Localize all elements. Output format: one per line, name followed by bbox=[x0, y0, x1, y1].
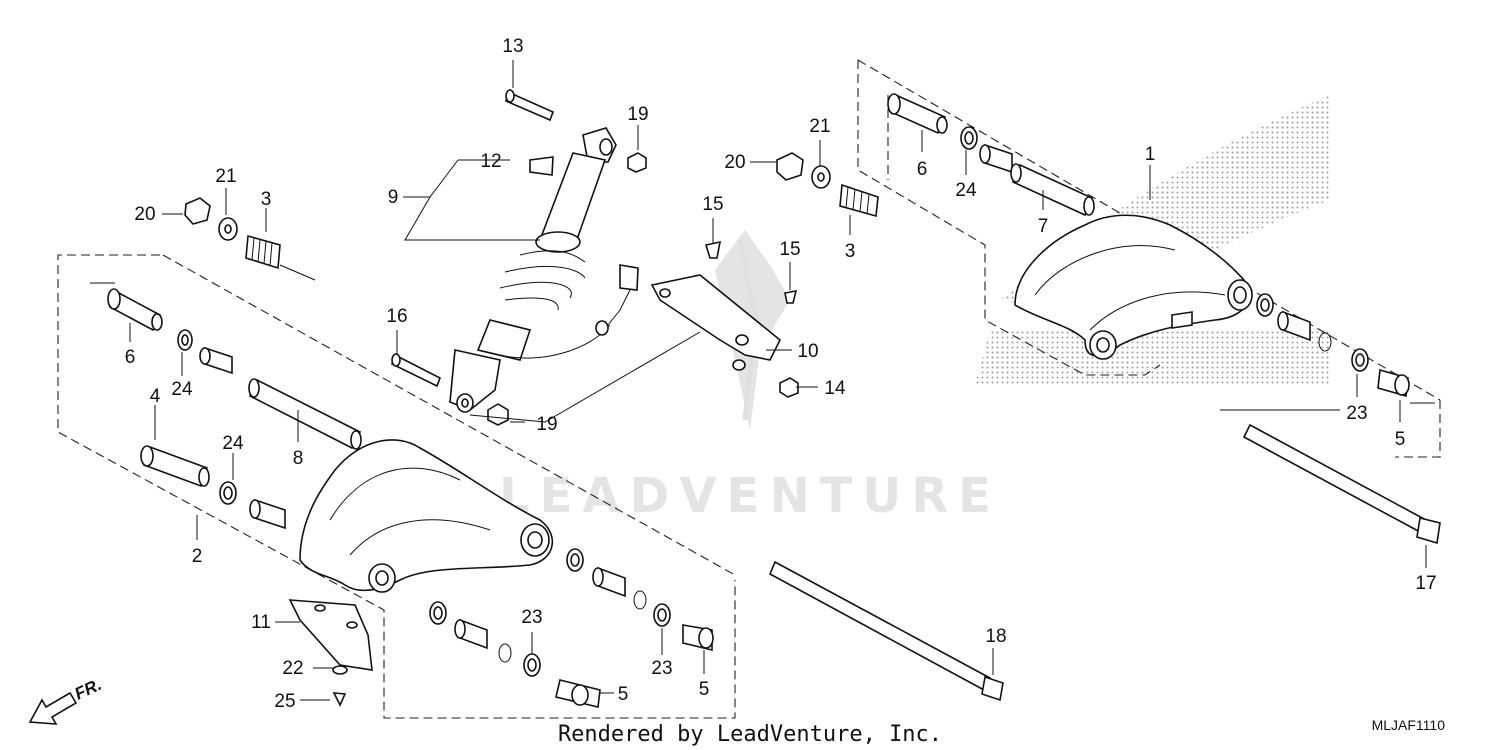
callout-18: 18 bbox=[985, 626, 1006, 647]
sensor-bracket bbox=[650, 240, 799, 398]
watermark-text: LEADVENTURE bbox=[499, 468, 1001, 524]
collar-6-right bbox=[887, 93, 948, 135]
callout-2: 2 bbox=[192, 546, 203, 567]
callout-10: 10 bbox=[797, 341, 818, 362]
callout-24-left-top: 24 bbox=[171, 379, 193, 400]
callout-19-bottom: 19 bbox=[536, 414, 557, 435]
callout-22: 22 bbox=[282, 658, 303, 679]
hardware-center-top bbox=[776, 152, 879, 218]
pivot-bolt-18 bbox=[768, 560, 1004, 702]
diagram-code: MLJAF1110 bbox=[1372, 717, 1446, 733]
callout-5-bottom-right: 5 bbox=[699, 679, 710, 700]
callout-23-bottom-right: 23 bbox=[651, 658, 672, 679]
collar-4 bbox=[140, 445, 210, 488]
callout-1: 1 bbox=[1145, 144, 1156, 165]
front-arrow-icon bbox=[28, 691, 78, 725]
callout-4: 4 bbox=[150, 386, 161, 407]
front-label: FR. bbox=[72, 675, 105, 704]
callout-6-right: 6 bbox=[917, 159, 928, 180]
callout-21-center: 21 bbox=[809, 116, 830, 137]
callout-6-left: 6 bbox=[125, 347, 136, 368]
callout-24-right: 24 bbox=[955, 180, 977, 201]
callout-15-right: 15 bbox=[779, 239, 800, 260]
callout-5-bottom-left: 5 bbox=[618, 684, 629, 705]
callout-3-left: 3 bbox=[261, 189, 272, 210]
callouts: 13 19 12 9 20 21 3 6 24 4 24 8 16 19 15 … bbox=[125, 36, 1437, 712]
collar-6-left bbox=[107, 288, 163, 332]
callout-8: 8 bbox=[293, 448, 304, 469]
callout-20-left: 20 bbox=[134, 204, 155, 225]
callout-23-right: 23 bbox=[1346, 403, 1367, 424]
lower-arm-assembly bbox=[107, 288, 1004, 708]
bushing-3-left bbox=[245, 234, 281, 270]
pivot-bolt-17 bbox=[1242, 423, 1441, 545]
leadventure-watermark: LEADVENTURE bbox=[499, 230, 1001, 524]
callout-13: 13 bbox=[502, 36, 523, 57]
callout-17: 17 bbox=[1415, 573, 1436, 594]
callout-3-center: 3 bbox=[845, 241, 856, 262]
callout-23-bottom-left: 23 bbox=[521, 607, 542, 628]
callout-15-left: 15 bbox=[702, 194, 723, 215]
pivot-pipe-8 bbox=[248, 378, 362, 450]
chain-guard-plate bbox=[288, 599, 373, 671]
leader-lines bbox=[90, 60, 1435, 701]
callout-24-left-bottom: 24 bbox=[222, 433, 244, 454]
upper-arm-assembly bbox=[887, 93, 1441, 545]
front-direction-indicator: FR. bbox=[28, 675, 105, 725]
callout-11: 11 bbox=[251, 612, 271, 633]
callout-20-center: 20 bbox=[724, 152, 745, 173]
callout-21-left: 21 bbox=[215, 166, 236, 187]
lower-arm-body bbox=[299, 439, 554, 592]
hardware-left-top bbox=[184, 197, 281, 270]
callout-5-right: 5 bbox=[1395, 429, 1406, 450]
callout-7: 7 bbox=[1038, 216, 1049, 237]
shock-absorber bbox=[391, 89, 647, 426]
bushing-3-center bbox=[839, 183, 879, 218]
callout-12: 12 bbox=[480, 151, 501, 172]
footer-credit: Rendered by LeadVenture, Inc. bbox=[558, 722, 942, 747]
callout-19-top: 19 bbox=[627, 104, 648, 125]
callout-16: 16 bbox=[386, 306, 407, 327]
pivot-pipe-7 bbox=[1010, 163, 1095, 217]
callout-14: 14 bbox=[824, 378, 846, 399]
callout-9: 9 bbox=[388, 187, 399, 208]
callout-25: 25 bbox=[274, 691, 295, 712]
